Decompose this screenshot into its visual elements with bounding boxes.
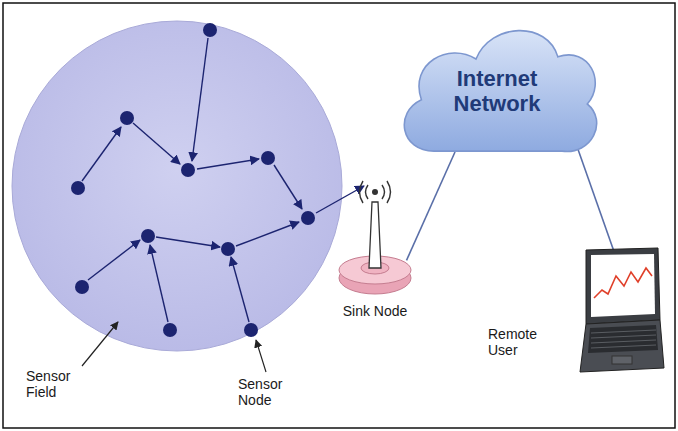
node-label: Remote User xyxy=(488,326,560,358)
network-link xyxy=(407,152,456,260)
sink-antenna xyxy=(330,172,420,297)
network-link xyxy=(573,134,614,252)
sink-node: Sink Node xyxy=(330,172,420,342)
sensor-field xyxy=(12,21,342,351)
remote-user: Remote User xyxy=(488,246,668,386)
node-label: Sink Node xyxy=(330,303,420,319)
leader-line xyxy=(256,340,266,372)
hop-arrows xyxy=(82,38,364,322)
leader-line xyxy=(82,322,118,366)
cloud-node: Internet Network xyxy=(392,14,602,164)
annotation-label: Sensor Field xyxy=(26,368,86,400)
cloud-label: Internet Network xyxy=(432,66,562,117)
sensor-node-dots xyxy=(71,23,315,337)
annotation-label: Sensor Node xyxy=(238,376,298,408)
frame xyxy=(3,3,675,428)
laptop-icon xyxy=(576,246,666,376)
